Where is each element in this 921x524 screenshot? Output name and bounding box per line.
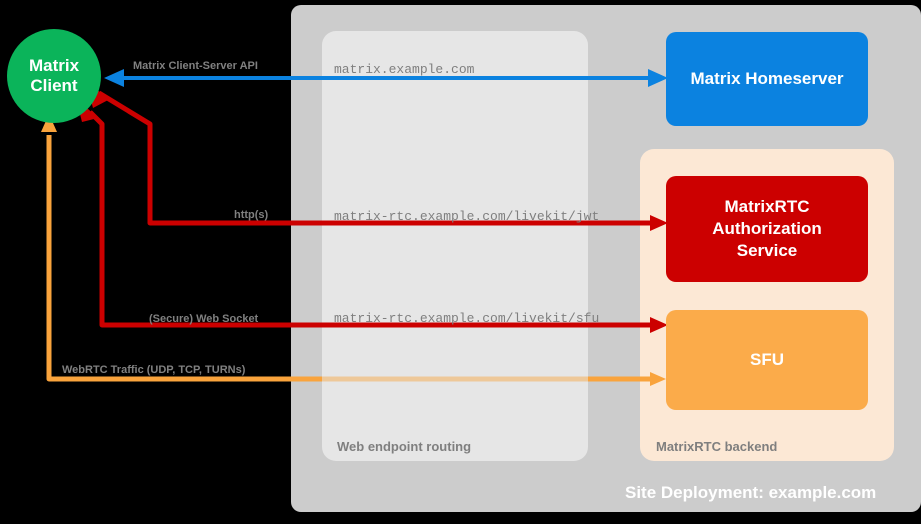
edge-client-server-api-arrowhead-right <box>648 69 668 87</box>
edge-https-arrowhead-auth <box>650 215 668 231</box>
node-matrix-homeserver[interactable] <box>666 32 868 126</box>
edge-https-line <box>97 90 652 226</box>
web-endpoint-routing-container <box>322 31 588 461</box>
edge-webrtc-arrowhead-right <box>650 372 666 386</box>
edge-client-server-api-arrowhead-left <box>104 69 124 87</box>
edge-webrtc-traffic-left <box>46 135 322 382</box>
edge-websocket-arrowhead-sfu <box>650 317 668 333</box>
node-sfu[interactable] <box>666 310 868 410</box>
node-matrix-client[interactable] <box>7 29 101 123</box>
node-matrixrtc-authorization-service[interactable] <box>666 176 868 282</box>
edge-webrtc-arrowhead-client <box>41 114 57 132</box>
